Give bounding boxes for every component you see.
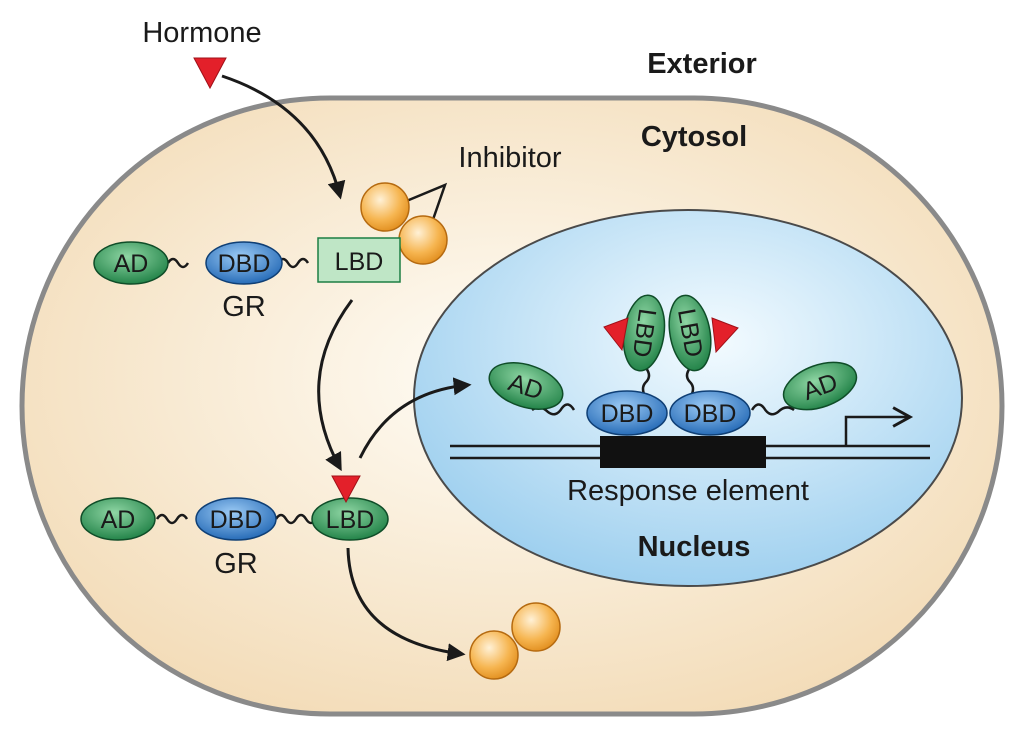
gr-label-bottom: GR (214, 548, 258, 580)
inhibitor-protein-1 (360, 182, 410, 232)
svg-text:LBD: LBD (627, 307, 661, 359)
nuclear-import-arrow (358, 377, 472, 459)
svg-text:DBD: DBD (218, 250, 271, 278)
gr-label-top: GR (222, 291, 266, 323)
svg-text:DBD: DBD (684, 400, 737, 428)
exterior-label: Exterior (647, 48, 757, 80)
svg-text:DBD: DBD (601, 400, 654, 428)
svg-text:LBD: LBD (335, 248, 384, 276)
inhibitor-release-arrow (346, 547, 466, 662)
transcription-start-arrow (844, 406, 914, 446)
hormone-icon (193, 57, 227, 90)
nucleus-label: Nucleus (638, 531, 751, 563)
ad-domain (80, 497, 156, 541)
response-element-label: Response element (567, 475, 809, 507)
svg-text:AD: AD (114, 250, 149, 278)
gr-dimer: AD AD LBD LBD DBD DBD (488, 294, 858, 436)
dna-strand (450, 436, 930, 468)
dimer-hormone-left-icon (603, 317, 629, 352)
inhibitor-label: Inhibitor (458, 142, 562, 174)
svg-text:LBD: LBD (326, 506, 375, 534)
hormone-label: Hormone (142, 17, 261, 49)
svg-text:AD: AD (101, 506, 136, 534)
dbd-domain (205, 241, 283, 285)
released-inhibitor-1 (469, 630, 519, 680)
ad-domain (93, 241, 169, 285)
response-element-box (600, 436, 766, 468)
lbd-domain-right (668, 294, 712, 372)
ad-domain-right (782, 361, 858, 411)
cytosol-label: Cytosol (641, 121, 747, 153)
lbd-domain-active (311, 497, 389, 541)
gr-active: AD DBD LBD (80, 475, 389, 541)
lbd-domain-inactive (317, 237, 401, 283)
bound-hormone-icon (331, 475, 361, 504)
gr-inactive: AD DBD LBD (93, 237, 401, 285)
dbd-domain (195, 497, 277, 541)
activation-arrow (317, 299, 354, 472)
hormone-entry-arrow (221, 74, 346, 200)
svg-text:DBD: DBD (210, 506, 263, 534)
inhibitor-protein-2 (398, 215, 448, 265)
ad-domain-left (488, 362, 564, 410)
dbd-domain-right (669, 390, 751, 436)
released-inhibitor-2 (511, 602, 561, 652)
dbd-domain-left (586, 390, 668, 436)
dimer-hormone-right-icon (711, 317, 739, 354)
